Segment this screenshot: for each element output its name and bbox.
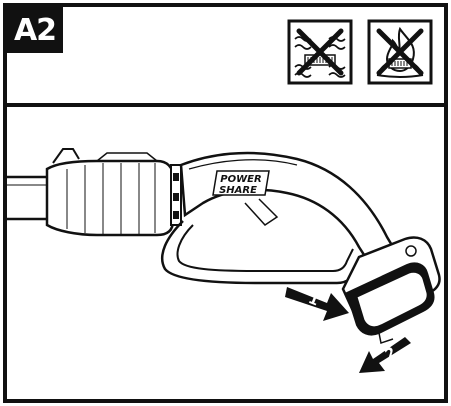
header-panel: A2 (7, 7, 444, 103)
battery-removal-illustration: POWER SHARE 1 2 (7, 148, 441, 373)
section-label-box: A2 (7, 7, 63, 53)
tool-shaft (7, 175, 51, 221)
no-water-immersion-icon (287, 19, 353, 85)
no-fire-icon (367, 19, 433, 85)
instruction-frame: A2 (3, 3, 448, 403)
step-1-arrow: 1 (285, 287, 349, 321)
motor-housing (45, 148, 182, 237)
brand-line-2: SHARE (219, 185, 257, 196)
header-divider (7, 103, 444, 107)
brand-line-1: POWER (220, 174, 261, 185)
battery-pack (341, 236, 441, 344)
brand-badge: POWER SHARE (212, 170, 270, 196)
section-label: A2 (13, 12, 57, 48)
